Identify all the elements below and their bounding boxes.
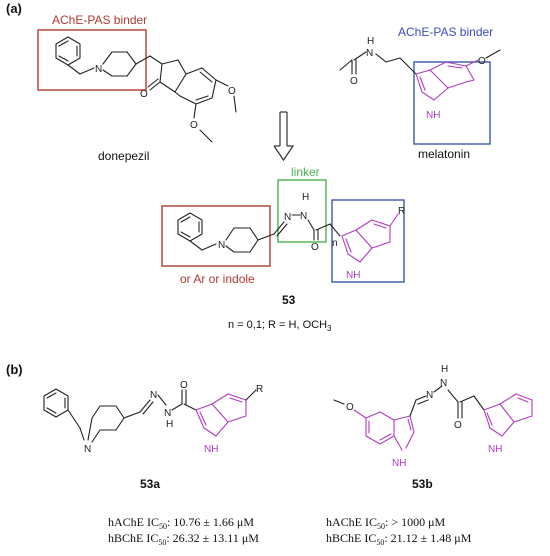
atom-n-53: N xyxy=(218,240,225,251)
atom-o-methoxy-1: O xyxy=(228,86,236,97)
atom-nh-indole-melatonin: NH xyxy=(426,110,440,121)
atom-n-53a: N xyxy=(84,444,91,455)
linker-box xyxy=(277,179,327,243)
compound-53-structure: N N N H O n NH R xyxy=(177,192,405,281)
donepezil-label: donepezil xyxy=(98,149,149,163)
ache-pas-binder-box-left xyxy=(37,29,147,91)
ic50-53a-hache: hAChE IC50: 10.76 ± 1.66 μM xyxy=(108,515,254,531)
atom-o-53: O xyxy=(311,242,319,253)
atom-o-53b: O xyxy=(454,420,462,431)
atom-o-methoxy-2: O xyxy=(190,120,198,131)
atom-n-subscript-53: n xyxy=(332,238,338,249)
panel-b-label: (b) xyxy=(6,362,23,377)
atom-nh-indole-53b-1: NH xyxy=(392,458,406,469)
melatonin-structure: O N H NH O xyxy=(339,36,501,121)
panel-a-label: (a) xyxy=(6,1,22,16)
atom-nh-indole-53: NH xyxy=(346,270,360,281)
atom-n-hydrazide-53a: N xyxy=(164,408,171,419)
ic50-53b-hache: hAChE IC50: > 1000 μM xyxy=(326,515,446,531)
atom-o-methoxy-53b: O xyxy=(346,402,354,413)
atom-nh-indole-53b-2: NH xyxy=(488,444,502,455)
atom-n-donepezil: N xyxy=(95,64,102,75)
atom-o-53a: O xyxy=(180,380,188,391)
ache-pas-binder-label-left: AChE-PAS binder xyxy=(52,13,147,27)
ic50-53b-hbche: hBChE IC50: 21.12 ± 1.48 μM xyxy=(326,531,472,547)
linker-label: linker xyxy=(291,165,320,179)
atom-nh-amide-n: N xyxy=(366,48,373,59)
atom-n-imine-53b: N xyxy=(426,390,433,401)
compound-53b-id: 53b xyxy=(412,477,433,491)
compound-53a-structure: N N N H O NH R xyxy=(43,380,263,455)
atom-r-53a: R xyxy=(256,384,263,395)
compound-53-variables: n = 0,1; R = H, OCH3 xyxy=(228,319,332,333)
melatonin-label: melatonin xyxy=(418,147,470,161)
ache-pas-binder-label-right: AChE-PAS binder xyxy=(398,25,493,39)
compound-53-id: 53 xyxy=(282,293,296,307)
atom-n-hydrazide-53b: N xyxy=(440,378,447,389)
atom-n-imine-53a: N xyxy=(150,390,157,401)
atom-h-hydrazide-53: H xyxy=(302,192,309,203)
atom-n-imine-53: N xyxy=(284,212,291,223)
atom-o-acetyl: O xyxy=(350,76,358,87)
atom-nh-amide-h: H xyxy=(367,36,374,47)
hollow-down-arrow xyxy=(273,111,295,162)
atom-o-carbonyl-donepezil: O xyxy=(140,89,148,100)
atom-nh-indole-53a: NH xyxy=(204,444,218,455)
atom-n-hydrazide-53: N xyxy=(300,211,307,222)
atom-h-hydrazide-53b: H xyxy=(441,364,448,375)
atom-o-methoxy-melatonin: O xyxy=(478,56,486,67)
pas-binder-box-53-left xyxy=(161,205,271,267)
atom-r-53: R xyxy=(398,206,405,217)
alt-group-label: or Ar or indole xyxy=(180,272,255,286)
atom-h-hydrazide-53a: H xyxy=(166,419,173,430)
ic50-53a-hbche: hBChE IC50: 26.32 ± 13.11 μM xyxy=(108,531,259,547)
pas-binder-box-53-right xyxy=(331,199,405,283)
compound-53a-id: 53a xyxy=(140,477,160,491)
donepezil-structure: N O O O xyxy=(55,36,237,143)
ache-pas-binder-box-right xyxy=(413,61,491,145)
compound-53b-structure: O NH N N H O NH xyxy=(333,364,533,469)
